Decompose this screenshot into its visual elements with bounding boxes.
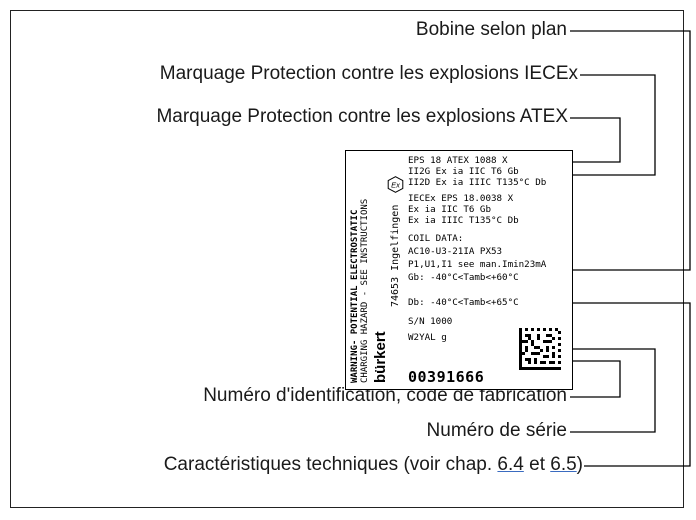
manufacturer-address: 74653 Ingelfingen xyxy=(390,204,401,307)
leader-iecex xyxy=(572,74,656,176)
callout-bobine: Bobine selon plan xyxy=(415,19,567,40)
warning-line-1: WARNING- POTENTIAL ELECTROSTATIC xyxy=(350,209,360,383)
coil-gas-temp-range: Gb: -40°C<Tamb<+60°C xyxy=(408,272,519,283)
coil-dust-temp-range: Db: -40°C<Tamb<+65°C xyxy=(408,297,519,308)
atex-gas-marking: II2G Ex ia IIC T6 Gb xyxy=(408,166,519,177)
chapter-link-6-4[interactable]: 6.4 xyxy=(497,454,524,475)
callout-technical-prefix: Caractéristiques techniques (voir chap. xyxy=(163,454,498,475)
callout-technical-suffix: ) xyxy=(576,454,583,475)
iecex-gas-marking: Ex ia IIC T6 Gb xyxy=(408,204,491,215)
figure-frame xyxy=(10,10,684,508)
warning-text: WARNING- POTENTIAL ELECTROSTATIC CHARGIN… xyxy=(350,199,370,383)
coil-electrical-params: P1,U1,I1 see man.Imin23mA xyxy=(408,259,547,270)
datamatrix-code-icon xyxy=(519,328,561,370)
atex-cert: EPS 18 ATEX 1088 X xyxy=(408,155,508,166)
nameplate: WARNING- POTENTIAL ELECTROSTATIC CHARGIN… xyxy=(345,150,573,390)
atex-dust-marking: II2D Ex ia IIIC T135°C Db xyxy=(408,177,547,188)
leader-technical xyxy=(572,302,691,467)
coil-type: AC10-U3-21IA PX53 xyxy=(408,246,503,257)
callout-iecex-marking: Marquage Protection contre les explosion… xyxy=(159,63,578,84)
iecex-dust-marking: Ex ia IIIC T135°C Db xyxy=(408,215,519,226)
production-code: W2YAL g xyxy=(408,332,447,343)
serial-number: S/N 1000 xyxy=(408,316,453,327)
leader-atex xyxy=(570,117,621,163)
callout-technical-data: Caractéristiques techniques (voir chap. … xyxy=(164,454,583,476)
ex-symbol: Ex xyxy=(391,181,400,190)
coil-data-title: COIL DATA: xyxy=(408,233,464,244)
leader-bobine xyxy=(570,30,691,271)
iecex-cert: IECEx EPS 18.0038 X xyxy=(408,193,514,204)
ex-hexagon-icon: Ex xyxy=(387,176,404,193)
callout-identification: Numéro d'identification, code de fabrica… xyxy=(203,385,567,406)
callout-atex-marking: Marquage Protection contre les explosion… xyxy=(156,106,568,127)
callout-serial-number: Numéro de série xyxy=(426,420,567,441)
brand-logo: bürkert xyxy=(372,331,389,383)
warning-line-2: CHARGING HAZARD - SEE INSTRUCTIONS xyxy=(360,198,370,383)
identification-number: 00391666 xyxy=(408,368,485,386)
chapter-link-6-5[interactable]: 6.5 xyxy=(550,454,577,475)
callout-technical-mid: et xyxy=(523,454,551,475)
